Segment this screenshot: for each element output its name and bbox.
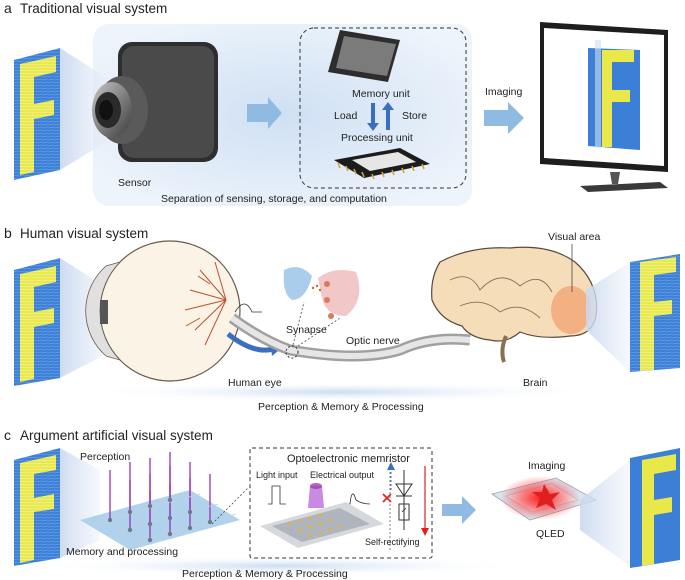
- blocked-x-icon: [382, 493, 392, 503]
- self-rectifying-diode-icon: [395, 470, 413, 530]
- brain-label: Brain: [523, 377, 548, 389]
- perception-memory-caption-b: Perception & Memory & Processing: [258, 401, 424, 413]
- arrow-to-monitor: [484, 102, 524, 134]
- memristor-title: Optoelectronic memristor: [287, 453, 410, 465]
- light-pulse-waveform: [268, 485, 286, 505]
- memristor-callout-line: [211, 487, 249, 525]
- ground-shadow-c: [30, 556, 530, 576]
- perception-memory-caption-c: Perception & Memory & Processing: [182, 568, 348, 580]
- visual-area-label: Visual area: [548, 231, 601, 243]
- signal-spike: [234, 303, 262, 313]
- sd-card-icon: [328, 30, 400, 82]
- panel-c-letter: c: [4, 427, 11, 443]
- output-beam-b: [586, 262, 630, 372]
- input-f-pattern-b: [14, 258, 60, 386]
- perception-label: Perception: [80, 451, 130, 463]
- memristor-chip-icon: [260, 502, 384, 548]
- load-label: Load: [334, 110, 358, 122]
- output-f-pattern-b: [630, 254, 680, 372]
- panel-b-letter: b: [4, 225, 12, 241]
- separation-caption: Separation of sensing, storage, and comp…: [161, 193, 387, 205]
- synapse-zoom-circle: [285, 345, 299, 359]
- human-eye-icon: [85, 240, 241, 382]
- store-label: Store: [402, 110, 427, 122]
- memory-processing-label: Memory and processing: [66, 546, 178, 558]
- self-rectifying-label: Self-rectifying: [365, 537, 420, 547]
- sensor-label: Sensor: [118, 177, 152, 189]
- panel-a-letter: a: [4, 0, 12, 16]
- memory-processing-box: [299, 27, 467, 189]
- panel-c: c Argument artificial visual system: [4, 427, 680, 580]
- processing-unit-label: Processing unit: [341, 132, 413, 144]
- input-f-pattern-a: [14, 48, 60, 180]
- light-beam-c: [60, 448, 100, 558]
- load-down-arrow: [367, 103, 379, 131]
- imaging-label-a: Imaging: [485, 86, 523, 98]
- arrow-sensor-to-memory: [247, 97, 282, 129]
- human-eye-label: Human eye: [228, 377, 282, 389]
- store-up-arrow: [382, 102, 394, 130]
- output-beam-c: [580, 460, 630, 566]
- reverse-current-arrow: [387, 462, 395, 470]
- panel-b-title: Human visual system: [20, 226, 148, 241]
- panel-a-title: Traditional visual system: [20, 1, 167, 16]
- synapse-icon: [283, 267, 360, 319]
- light-input-label: Light input: [256, 470, 298, 480]
- arrow-to-qled: [442, 496, 476, 524]
- ground-shadow-b: [80, 382, 600, 402]
- processor-chip-icon: [334, 148, 430, 180]
- sensor-array-icon: [80, 452, 240, 550]
- forward-current-arrowhead: [421, 528, 429, 536]
- panel-b: b Human visual system: [4, 225, 680, 413]
- qled-device-icon: [491, 476, 598, 521]
- electrical-output-label: Electrical output: [310, 470, 375, 480]
- panel-c-title: Argument artificial visual system: [20, 428, 213, 443]
- input-f-pattern-c: [14, 448, 60, 566]
- panel-a: a Traditional visual system Sensor: [4, 0, 668, 206]
- light-beam-purple: [308, 486, 324, 508]
- light-beam-a: [60, 48, 110, 170]
- memristor-box: [249, 447, 433, 559]
- output-spike-waveform: [346, 493, 371, 505]
- synapse-label: Synapse: [286, 324, 327, 336]
- optic-nerve-label: Optic nerve: [346, 335, 400, 347]
- memory-unit-label: Memory unit: [352, 88, 410, 100]
- camera-sensor-icon: [92, 42, 218, 162]
- monitor-display-icon: [540, 22, 668, 192]
- qled-label: QLED: [536, 528, 565, 540]
- output-f-pattern-c: [630, 448, 680, 568]
- synapse-callout-line: [292, 301, 305, 346]
- imaging-label-c: Imaging: [528, 460, 566, 472]
- brain-icon: [431, 246, 598, 363]
